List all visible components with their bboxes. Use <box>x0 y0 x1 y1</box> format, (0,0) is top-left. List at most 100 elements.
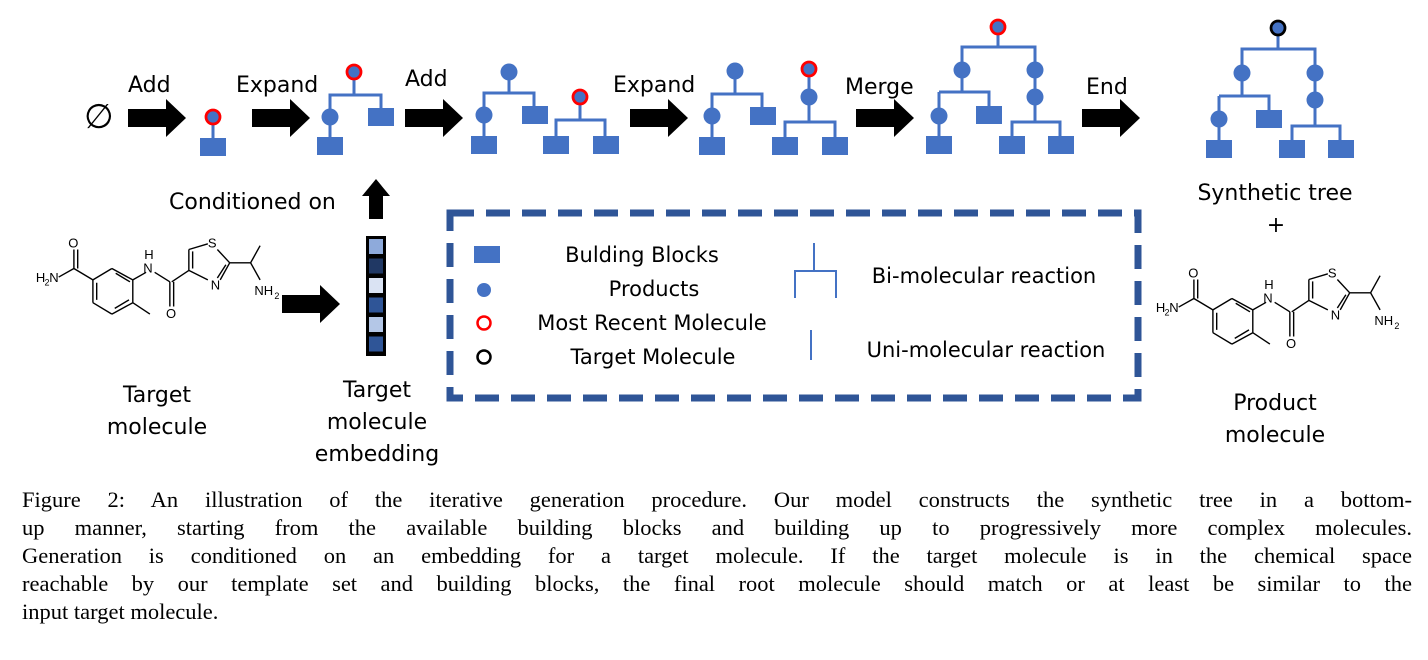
building-block-node <box>976 106 1002 124</box>
atom-label: N <box>1263 290 1272 305</box>
bond <box>1274 301 1291 313</box>
target-molecule-embedding <box>366 236 386 356</box>
tree-state-5 <box>926 18 1074 154</box>
legend-label-most-recent: Most Recent Molecule <box>537 311 766 335</box>
bond <box>92 267 113 281</box>
embedding-label-line: molecule <box>327 410 427 435</box>
most-recent-molecule-node <box>989 18 1007 36</box>
atom-label: H <box>1264 277 1273 292</box>
building-block-node <box>368 108 394 126</box>
figure-caption: Figure 2: An illustration of the iterati… <box>22 486 1412 626</box>
target-molecule-label: molecule <box>107 415 207 440</box>
tree-state-3 <box>471 63 619 154</box>
iterative-generation-diagram: ∅ Add Expand Add Expand Merge End Synthe… <box>36 18 1399 467</box>
step-expand-1: Expand <box>236 73 318 137</box>
embedding-label: Target molecule embedding <box>315 378 439 467</box>
bond <box>1193 297 1214 311</box>
bond <box>1336 279 1351 294</box>
bond <box>154 271 171 283</box>
building-block-node <box>522 106 548 124</box>
bi-molecular-reaction-icon <box>794 243 837 298</box>
atom-label: O <box>1188 266 1198 281</box>
product-node <box>1233 64 1251 82</box>
bond <box>1369 292 1381 311</box>
bond <box>1308 299 1329 311</box>
product-node <box>930 107 948 125</box>
bond <box>1252 332 1271 345</box>
product-molecule-label: molecule <box>1225 423 1325 448</box>
step-expand-2: Expand <box>613 73 695 137</box>
product-node <box>800 88 818 106</box>
product-icon <box>477 283 491 297</box>
bond <box>92 302 113 315</box>
bond <box>1369 275 1381 294</box>
tree-state-2 <box>317 63 394 155</box>
step-end: End <box>1082 75 1140 137</box>
atom-label: H <box>1156 300 1165 315</box>
bond <box>216 264 227 279</box>
building-block-node <box>200 138 226 156</box>
atom-label: 2 <box>1394 321 1399 331</box>
bond <box>1339 292 1351 311</box>
step-label: Add <box>405 67 448 92</box>
building-block-node <box>999 136 1025 154</box>
caption-line: up manner, starting from the available b… <box>22 515 1412 540</box>
atom-label: O <box>68 236 78 251</box>
reaction-edge <box>1290 124 1342 149</box>
atom-label: 2 <box>1164 308 1169 318</box>
tree-state-1 <box>200 108 226 156</box>
bond <box>188 269 209 281</box>
bond <box>1234 329 1250 340</box>
bond <box>216 249 231 264</box>
step-label: Add <box>128 73 171 98</box>
atom-label: N <box>1169 300 1178 315</box>
tree-state-6 <box>1206 19 1354 158</box>
atom-label: O <box>166 306 176 321</box>
bond <box>1231 332 1254 345</box>
building-block-node <box>1279 140 1305 158</box>
building-block-node <box>593 136 619 154</box>
right-arrow-icon <box>282 285 340 323</box>
building-block-node <box>317 137 343 155</box>
atom-label: NH <box>254 283 273 298</box>
bond <box>1291 299 1310 313</box>
legend: Bulding Blocks Products Most Recent Mole… <box>446 209 1142 402</box>
bond <box>1235 302 1251 313</box>
bond <box>1252 301 1267 311</box>
building-block-node <box>822 137 848 155</box>
step-add-1: Add <box>128 73 186 137</box>
up-arrow-icon <box>362 179 390 219</box>
target-molecule-label: Target <box>122 383 191 408</box>
atom-label: N <box>1331 307 1340 322</box>
building-block-node <box>750 107 776 125</box>
bond <box>249 262 261 281</box>
product-node <box>321 108 339 126</box>
atom-label: N <box>49 270 58 285</box>
bond <box>111 267 134 281</box>
building-block-node <box>1328 140 1354 158</box>
target-circle-icon <box>476 349 492 365</box>
building-block-node <box>1048 136 1074 154</box>
bond <box>114 299 130 310</box>
right-arrow-icon <box>856 99 914 137</box>
right-arrow-icon <box>128 99 186 137</box>
most-recent-circle-icon <box>476 315 492 331</box>
product-node <box>726 62 744 80</box>
embedding-label-line: Target <box>342 378 411 403</box>
building-block-node <box>1206 140 1232 158</box>
bond <box>132 302 151 315</box>
product-node <box>953 61 971 79</box>
embedding-cell <box>369 239 383 254</box>
plus-sign: + <box>1267 213 1285 238</box>
right-arrow-icon <box>1082 99 1140 137</box>
atom-label: NH <box>1374 313 1393 328</box>
bond <box>1178 297 1195 308</box>
legend-label-target: Target Molecule <box>570 345 736 369</box>
product-node <box>1306 64 1324 82</box>
atom-label: O <box>1286 336 1296 351</box>
bond <box>219 262 231 281</box>
bond <box>171 269 190 283</box>
step-add-2: Add <box>405 67 463 137</box>
empty-set-symbol: ∅ <box>84 97 114 137</box>
